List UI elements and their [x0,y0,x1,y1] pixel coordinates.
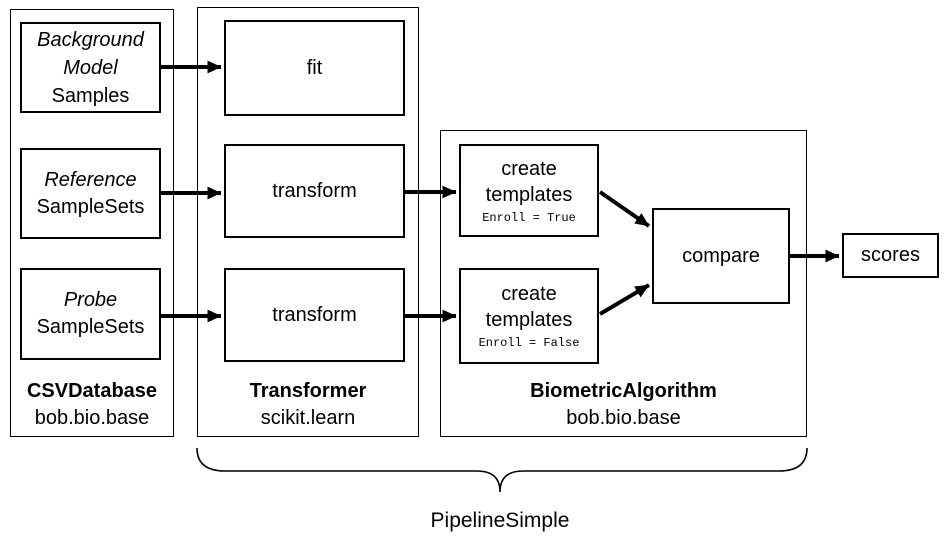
csvdatabase-name: CSVDatabase [26,380,158,402]
fit-box: fit [224,20,405,116]
probe-samplesets-box: Probe SampleSets [20,268,161,360]
compare-label: compare [682,244,760,267]
create-templates-label: create templates [485,283,573,331]
create-templates-enroll-false-box: create templates Enroll = False [459,268,599,364]
transformer-footer: Transformer scikit.learn [197,378,419,432]
scores-label: scores [861,244,920,266]
biometric-algorithm-package: bob.bio.base [566,407,681,429]
probe-label: Probe [63,289,118,311]
transform-label: transform [272,179,357,202]
biometric-algorithm-footer: BiometricAlgorithm bob.bio.base [440,378,807,432]
pipeline-simple-label: PipelineSimple [430,509,570,532]
transform-label: transform [272,303,357,326]
reference-samplesets-box: Reference SampleSets [20,148,161,239]
pipeline-brace [196,447,808,493]
enroll-false-param: Enroll = False [478,336,580,350]
background-model-samples-box: Background Model Samples [20,22,161,113]
transform-bottom-box: transform [224,268,405,362]
compare-box: compare [652,208,790,304]
transformer-name: Transformer [249,380,367,402]
fit-label: fit [306,56,323,79]
create-templates-enroll-true-box: create templates Enroll = True [459,144,599,237]
scores-box: scores [842,233,939,278]
create-templates-label: create templates [485,157,573,206]
samplesets-label: SampleSets [36,195,145,218]
samples-label: Samples [51,84,130,107]
csvdatabase-package: bob.bio.base [34,407,150,429]
csvdatabase-footer: CSVDatabase bob.bio.base [10,378,174,432]
background-model-label: Background Model [37,28,144,79]
enroll-true-param: Enroll = True [482,210,576,225]
transformer-package: scikit.learn [260,407,356,429]
biometric-algorithm-name: BiometricAlgorithm [530,380,717,402]
transform-top-box: transform [224,144,405,238]
reference-label: Reference [44,168,137,191]
samplesets-label: SampleSets [36,316,145,338]
